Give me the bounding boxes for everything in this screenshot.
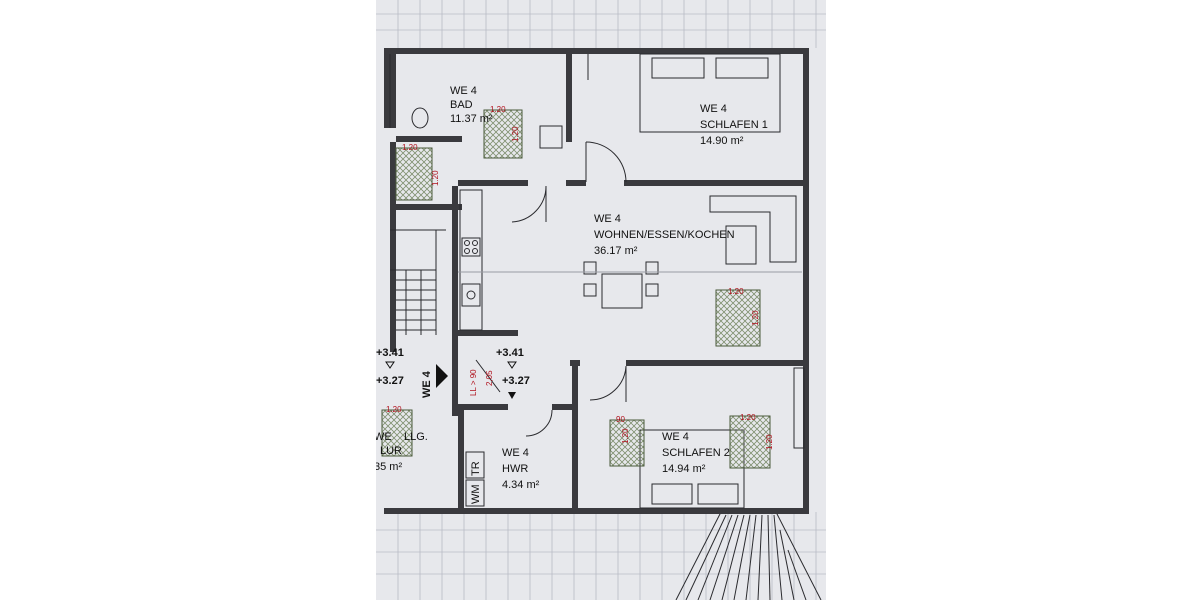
- door-height-dim: 2,05: [485, 370, 494, 386]
- level-left-lower: +3.27: [376, 375, 404, 387]
- level-markers: +3.41 +3.27 +3.41 +3.27: [376, 347, 530, 399]
- dim-sz2r-h: 1.20: [765, 434, 774, 450]
- dim-left-w: 1.20: [402, 143, 418, 152]
- flur-line2: LLG.: [404, 431, 428, 443]
- level-left-upper: +3.41: [376, 347, 404, 359]
- tile-dimensions: 1.20 1.20 1.20 1.20 1.20 1.20 90 1.20 1.…: [386, 105, 774, 450]
- floor-plan: 1.20 1.20 1.20 1.20 1.20 1.20 90 1.20 1.…: [374, 0, 826, 601]
- bad-area: 11.37 m²: [450, 113, 493, 125]
- hwr-area: 4.34 m²: [502, 479, 540, 491]
- dim-sz2-h: 1.20: [621, 428, 630, 444]
- wm-label: WM: [470, 484, 482, 504]
- dim-sz2r-w: 1.20: [740, 413, 756, 422]
- level-mid-upper: +3.41: [496, 347, 524, 359]
- bad-name: BAD: [450, 99, 473, 111]
- roof-grid-top: [376, 0, 826, 48]
- flur-line3: LUR: [380, 445, 402, 457]
- flur-area: 35 m²: [376, 461, 402, 473]
- level-triangle-icon: [507, 361, 517, 369]
- dim-bad-h: 1.20: [511, 126, 520, 142]
- schlafen1-area: 14.90 m²: [700, 135, 744, 147]
- interior-lines: [389, 53, 805, 509]
- roof-window-sz2-left: [609, 419, 645, 467]
- schlafen1-name: SCHLAFEN 1: [700, 119, 768, 131]
- dim-living-w: 1.20: [728, 287, 744, 296]
- schlafen2-name: SCHLAFEN 2: [662, 447, 730, 459]
- tr-label: TR: [470, 461, 482, 476]
- dormer-roof: [675, 511, 822, 601]
- hwr-unit: WE 4: [502, 447, 529, 459]
- dim-flur-w: 1.20: [386, 405, 402, 414]
- hwr-name: HWR: [502, 463, 528, 475]
- roof-window-bad: [483, 109, 523, 159]
- room-labels: WE 4 BAD 11.37 m² WE 4 SCHLAFEN 1 14.90 …: [374, 85, 768, 491]
- wohnen-unit: WE 4: [594, 213, 621, 225]
- dim-living-h: 1.20: [751, 310, 760, 326]
- roof-grid-bottom: [376, 512, 826, 600]
- entrance-arrow-icon: [436, 364, 448, 388]
- roof-window-flur: [381, 409, 413, 457]
- dim-bad-w: 1.20: [490, 105, 506, 114]
- wohnen-name: WOHNEN/ESSEN/KOCHEN: [594, 229, 735, 241]
- bad-unit: WE 4: [450, 85, 477, 97]
- level-triangle-filled-icon: [508, 392, 516, 399]
- schlafen2-area: 14.94 m²: [662, 463, 706, 475]
- flur-line1: WE: [376, 431, 392, 443]
- level-mid-lower: +3.27: [502, 375, 530, 387]
- dim-left-h: 1.20: [431, 170, 440, 186]
- floor-plan-drawing: 1.20 1.20 1.20 1.20 1.20 1.20 90 1.20 1.…: [374, 0, 826, 601]
- roof-windows: [381, 109, 771, 469]
- dim-sz2-w: 90: [616, 415, 625, 424]
- roof-window-living: [715, 289, 761, 347]
- level-triangle-icon: [385, 361, 395, 369]
- roof-window-left: [395, 147, 433, 201]
- door-width-dim: LL > 90: [469, 369, 478, 396]
- interior-walls: [390, 48, 806, 508]
- entrance-label: WE 4: [421, 370, 433, 398]
- schlafen2-unit: WE 4: [662, 431, 689, 443]
- wohnen-area: 36.17 m²: [594, 245, 638, 257]
- door-dimension: LL > 90 2,05: [469, 369, 494, 396]
- schlafen1-unit: WE 4: [700, 103, 727, 115]
- exterior-walls: [384, 48, 809, 514]
- roof-window-sz2-right: [729, 415, 771, 469]
